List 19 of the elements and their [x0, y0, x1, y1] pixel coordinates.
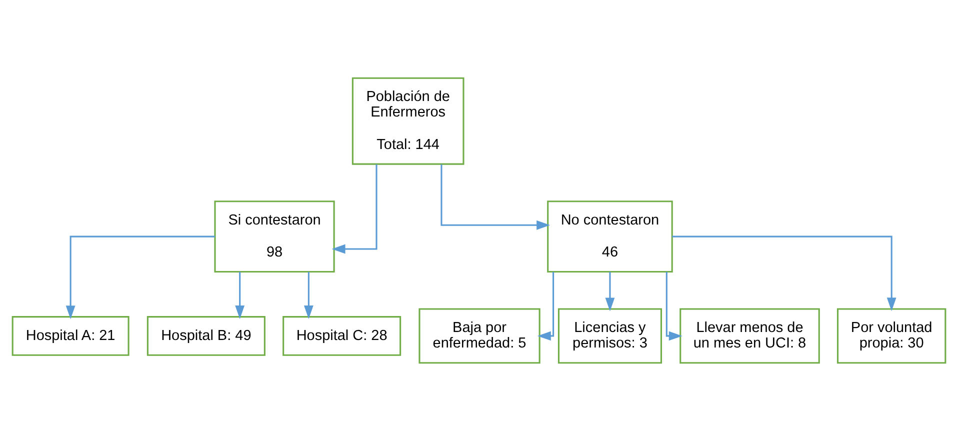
node-box: Población de Enfermeros Total: 144 — [352, 77, 464, 165]
node-box: Hospital A: 21 — [12, 316, 130, 356]
node-box: Hospital C: 28 — [282, 316, 402, 356]
node-box: Hospital B: 49 — [146, 316, 266, 356]
node-box: Baja por enfermedad: 5 — [418, 308, 540, 364]
arrow — [666, 272, 682, 341]
node-box: Llevar menos de un mes en UCI: 8 — [680, 308, 820, 364]
arrow — [605, 272, 615, 312]
arrow — [440, 164, 550, 230]
node-box: No contestaron 46 — [547, 200, 673, 273]
arrow — [66, 236, 215, 320]
arrow — [672, 236, 896, 312]
node-box: Si contestaron 98 — [214, 200, 335, 273]
arrow — [304, 272, 314, 319]
node-box: Por voluntad propia: 30 — [836, 308, 946, 364]
arrow — [235, 272, 245, 319]
arrow — [537, 272, 554, 341]
node-box: Licencias y permisos: 3 — [558, 308, 662, 364]
arrow — [332, 164, 378, 254]
